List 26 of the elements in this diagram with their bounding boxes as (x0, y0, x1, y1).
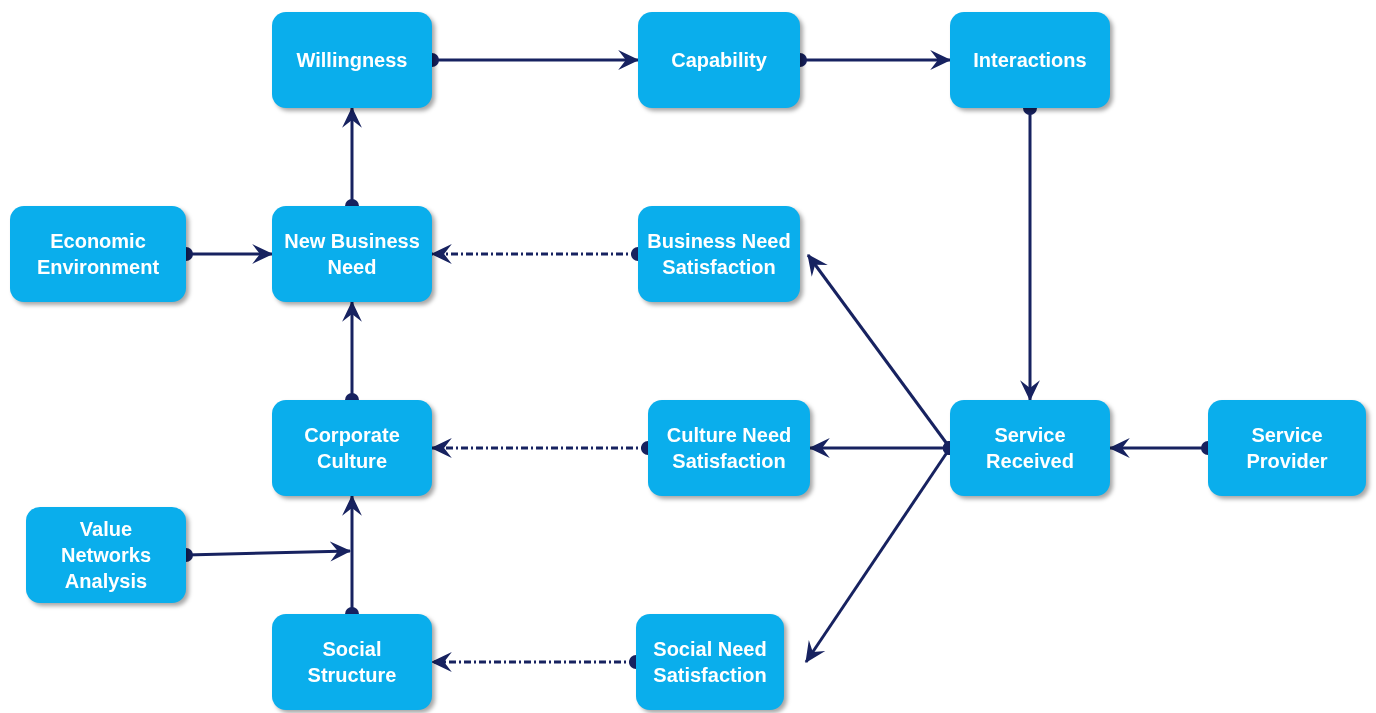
box-label: Capability (671, 48, 767, 73)
box-label: Value Networks Analysis (60, 517, 152, 594)
process-box (272, 12, 432, 108)
process-box (648, 400, 810, 496)
process-box (636, 614, 784, 710)
process-box (638, 12, 800, 108)
process-box (638, 206, 800, 302)
process-box (26, 507, 186, 603)
box-label: Service Received (985, 423, 1075, 474)
process-box (950, 400, 1110, 496)
box-label: Social Structure (306, 637, 398, 688)
process-box (1208, 400, 1366, 496)
box-label: Interactions (973, 48, 1087, 73)
box-label: Economic Environment (35, 229, 161, 280)
box-label: New Business Need (283, 229, 421, 280)
box-label: Business Need Satisfaction (646, 229, 792, 280)
process-box (272, 400, 432, 496)
process-box (10, 206, 186, 302)
box-label: Culture Need Satisfaction (665, 423, 793, 474)
process-box (950, 12, 1110, 108)
box-label: Service Provider (1245, 423, 1329, 474)
box-label: Corporate Culture (303, 423, 401, 474)
process-box (272, 206, 432, 302)
process-box (272, 614, 432, 710)
box-label: Willingness (296, 48, 408, 73)
box-label: Social Need Satisfaction (652, 637, 768, 688)
